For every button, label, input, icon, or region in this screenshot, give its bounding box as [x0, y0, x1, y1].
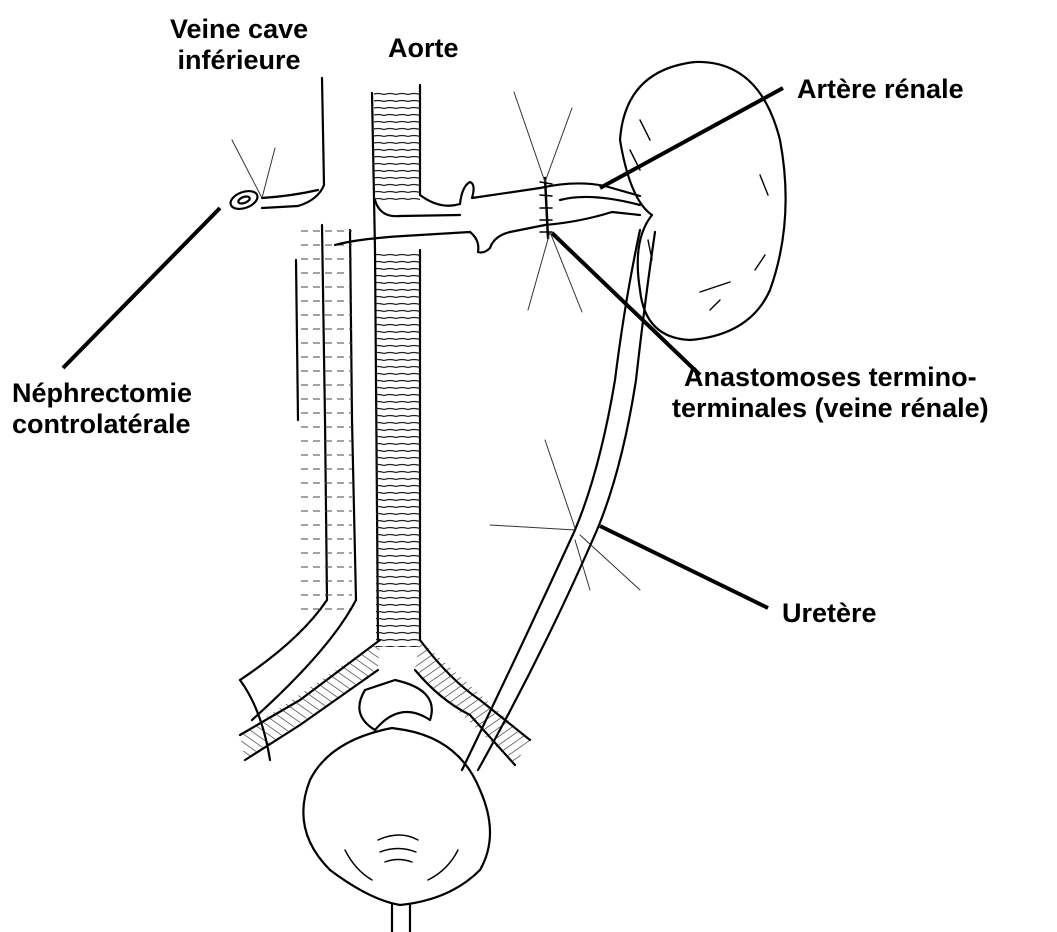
label-nephrectomie-line2: controlatérale [12, 409, 192, 440]
label-veine-cave-line1: Veine cave [170, 14, 308, 45]
label-anastomoses: Anastomoses termino- terminales (veine r… [672, 362, 989, 424]
label-anastomoses-line1: Anastomoses termino- [672, 362, 989, 393]
suture-threads [232, 92, 640, 590]
aorta-drawing [372, 85, 460, 647]
ureter-drawing [462, 230, 655, 770]
label-uretere: Uretère [782, 598, 877, 629]
label-anastomoses-line2: terminales (veine rénale) [672, 393, 989, 424]
label-nephrectomie: Néphrectomie controlatérale [12, 378, 192, 440]
leader-artere-renale [600, 88, 783, 188]
bladder-drawing [303, 728, 490, 932]
leader-lines [63, 88, 783, 608]
label-veine-cave: Veine cave inférieure [170, 14, 308, 76]
label-aorte: Aorte [388, 33, 459, 64]
label-veine-cave-line2: inférieure [170, 45, 308, 76]
label-nephrectomie-line1: Néphrectomie [12, 378, 192, 409]
label-artere-renale: Artère rénale [797, 74, 964, 105]
leader-nephrectomie [63, 208, 220, 368]
ligated-stump [228, 188, 260, 213]
leader-anastomoses [552, 233, 700, 375]
vena-cava-drawing [240, 78, 356, 760]
leader-uretere [600, 526, 768, 608]
iliac-vessels-drawing [240, 640, 530, 765]
